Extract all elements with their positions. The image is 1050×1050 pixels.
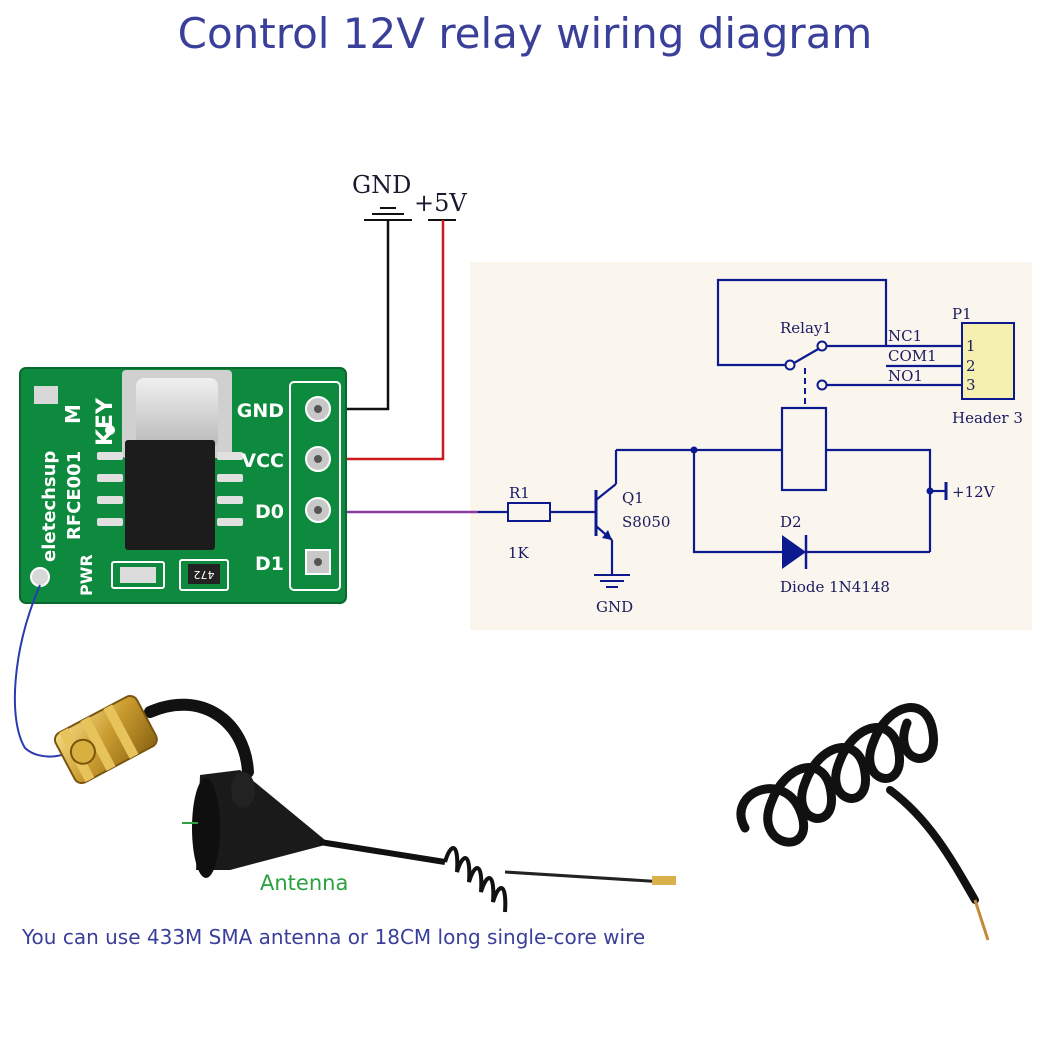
- supply-label: +12V: [952, 483, 996, 501]
- spring-antenna-icon: [736, 703, 990, 941]
- schematic-panel: [470, 262, 1032, 630]
- transistor-part: S8050: [622, 513, 670, 531]
- power-supply-symbols: GND +5V: [352, 171, 467, 221]
- relay-switch-arm-icon: [793, 347, 821, 364]
- pin-label-gnd: GND: [237, 400, 284, 422]
- header-connector-icon: [961, 322, 1015, 400]
- header-pin-1: 1: [966, 337, 976, 355]
- brand-label: eletechsup: [39, 451, 60, 562]
- net-com1: COM1: [888, 347, 937, 365]
- diode-icon: [782, 535, 806, 569]
- transistor-ref: Q1: [622, 489, 644, 507]
- ground-symbol-icon: [594, 574, 630, 588]
- header-pin-3: 3: [966, 376, 976, 394]
- resistor-value: 1K: [508, 544, 530, 562]
- model-label: RFCE001: [64, 451, 85, 540]
- relay-schematic: Relay1 NC1 COM1 NO1 P1 1 2 3 Header 3 +1…: [478, 278, 1023, 616]
- net-nc1: NC1: [888, 327, 922, 345]
- gnd-symbol-icon: [364, 207, 412, 221]
- power-gnd-label: GND: [352, 171, 411, 199]
- diode-ref: D2: [780, 513, 802, 531]
- key-button-icon: [136, 378, 218, 448]
- resistor-ref: R1: [509, 484, 530, 502]
- pin-label-d0: D0: [255, 501, 284, 523]
- smd-pad-icon: [34, 386, 58, 404]
- power-5v-label: +5V: [414, 189, 467, 217]
- pin-label-d1: D1: [255, 553, 284, 575]
- antenna-label: Antenna: [260, 871, 348, 895]
- header-name: Header 3: [952, 409, 1023, 427]
- sma-antenna-icon: [53, 695, 676, 913]
- rf-receiver-board: GND VCC D0 D1 KEY M eletechsup RFCE001 P…: [19, 367, 347, 604]
- key-label: KEY: [93, 397, 118, 446]
- antenna-pad-icon: [30, 567, 50, 587]
- ground-label: GND: [596, 598, 633, 616]
- relay-coil-icon: [780, 406, 828, 492]
- header-ref: P1: [952, 305, 972, 323]
- pwr-label: PWR: [77, 554, 96, 596]
- pin-pads: [305, 396, 331, 575]
- diode-name: Diode 1N4148: [780, 578, 890, 596]
- page-title: Control 12V relay wiring diagram: [178, 9, 873, 58]
- m-label: M: [61, 404, 85, 424]
- antenna-note: You can use 433M SMA antenna or 18CM lon…: [21, 925, 645, 949]
- net-no1: NO1: [888, 367, 923, 385]
- relay-contact-com-icon: [784, 359, 796, 371]
- resistor-code: 472: [194, 568, 215, 581]
- relay-label: Relay1: [780, 319, 832, 337]
- resistor-icon: [507, 502, 551, 522]
- header-pin-2: 2: [966, 357, 976, 375]
- pin-label-vcc: VCC: [241, 450, 284, 472]
- resistor-chip-icon: [188, 564, 220, 584]
- chip-icon: [125, 440, 215, 550]
- led-icon: [120, 567, 156, 583]
- wire-vcc: [320, 220, 445, 461]
